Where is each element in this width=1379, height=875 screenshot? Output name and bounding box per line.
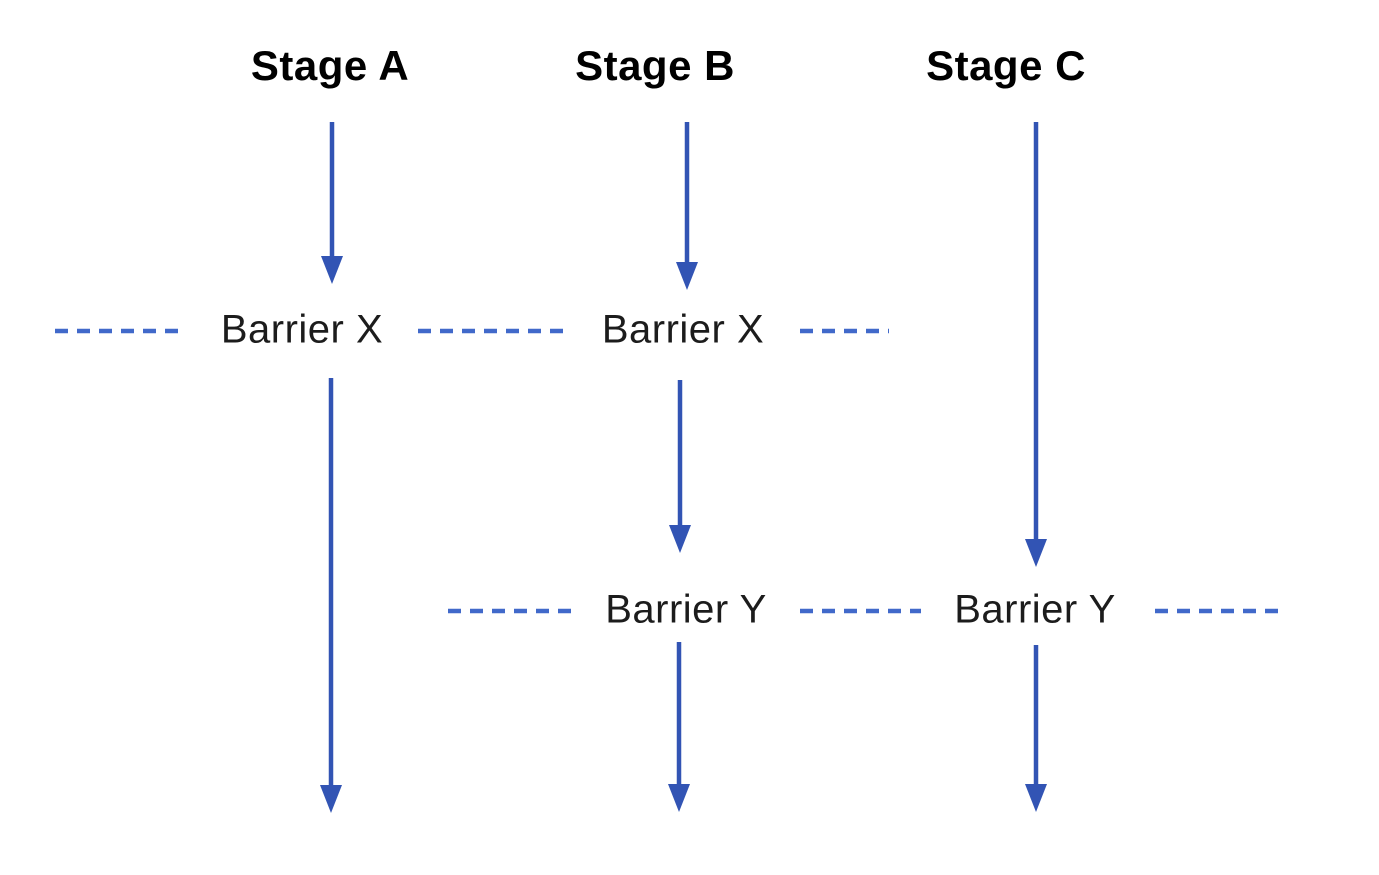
stage-a-arrow-2-head [320, 785, 342, 813]
barrier-x-label-left: Barrier X [220, 307, 384, 352]
stage-b-arrow-1-head [676, 262, 698, 290]
stage-b-label: Stage B [575, 42, 735, 89]
stage-c-arrow-1-head [1025, 539, 1047, 567]
stage-c-arrow-2-head [1025, 784, 1047, 812]
barrier-y-label-right: Barrier Y [954, 587, 1116, 632]
stage-c-label: Stage C [926, 42, 1086, 89]
stage-b-arrow-3-head [668, 784, 690, 812]
barrier-y-label-left: Barrier Y [605, 587, 767, 632]
stage-a-label: Stage A [250, 42, 410, 89]
barrier-x-label-right: Barrier X [601, 307, 765, 352]
stage-a-arrow-1-head [321, 256, 343, 284]
stage-b-arrow-2-head [669, 525, 691, 553]
